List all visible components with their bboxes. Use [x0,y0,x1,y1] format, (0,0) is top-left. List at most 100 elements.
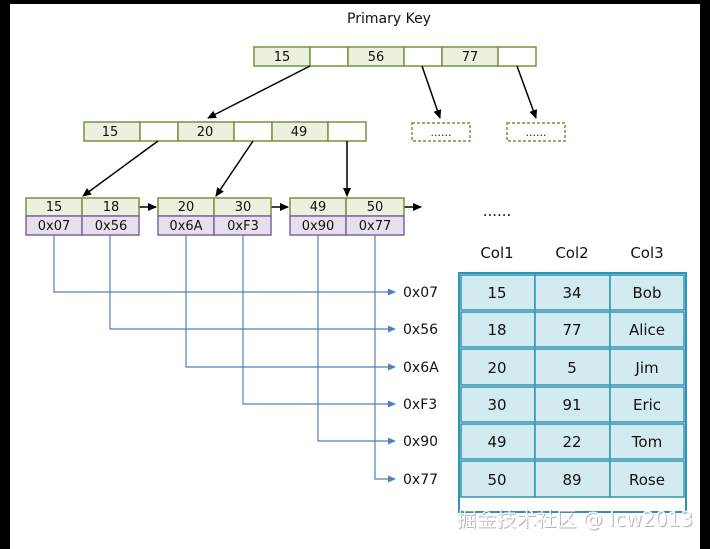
table-cell [460,311,536,348]
tree-arrow [421,65,442,119]
leaf-pointer-label: 0x90 [302,219,335,234]
table-cell [534,348,611,386]
table-cell [609,460,685,498]
collapsed-node-ellipsis: ...... [526,126,547,139]
collapsed-node-ellipsis: ...... [431,126,452,139]
table-cell [534,460,611,498]
collapsed-node-box [411,122,471,142]
table-cell-value: 77 [562,321,581,339]
tree-arrow [207,65,311,119]
table-cell-value: Alice [629,321,665,339]
row-address-label: 0x77 [403,472,438,488]
table-column-header: Col3 [630,244,663,262]
tree-arrow [215,140,254,197]
table-cell-value: Bob [633,284,662,302]
tree-arrow [516,65,538,119]
leaf-pointer-label: 0x6A [169,219,202,234]
table-column-header: Col1 [480,244,513,262]
row-pointer-line [185,235,396,371]
leaf-key-label: 49 [310,200,327,215]
row-pointer-lines [53,235,396,483]
root-pointer-cell [497,46,537,67]
leaf-key-label: 18 [103,200,120,215]
internal-node: 15 20 49 [83,121,367,142]
leaf-pointer-label: 0x07 [38,219,71,234]
internal-pointer-cell [327,121,367,142]
table-cell [609,386,685,423]
row-address-label: 0x56 [403,322,438,338]
right-border [700,0,710,549]
table-cell [534,423,611,460]
leaf-key-label: 15 [46,200,63,215]
table-cell-value: 49 [487,433,506,451]
row-address-label: 0x90 [403,434,438,450]
root-key-label: 56 [368,50,385,65]
table-row: 15 34 Bob [460,274,685,311]
internal-pointer-cell [139,121,179,142]
internal-key-label: 49 [291,125,308,140]
leaf-key-label: 30 [235,200,252,215]
root-node: 15 56 77 [253,46,537,67]
root-key-label: 15 [274,50,291,65]
table-cell [534,274,611,311]
root-pointer-cell [403,46,443,67]
table-cell-value: 5 [567,359,577,377]
left-border [0,0,10,549]
collapsed-node: ...... [506,122,566,142]
row-address-label: 0x6A [403,360,439,376]
table-cell-value: 20 [487,359,506,377]
tree-arrows [82,65,538,211]
table-cell-value: 18 [487,321,506,339]
table-row: 20 5 Jim [460,348,685,386]
leaf-node: 20 30 0x6A 0xF3 [157,197,272,236]
leaf-ellipsis: ...... [483,202,512,220]
table-cell-value: Jim [634,359,658,377]
row-address-label: 0xF3 [403,397,437,413]
table-cell [534,311,611,348]
table-row: 50 89 Rose [460,460,685,498]
internal-key-label: 15 [102,125,119,140]
leaf-pointer-label: 0x77 [359,219,392,234]
row-address-label: 0x07 [403,285,438,301]
table-cell [460,386,536,423]
row-addresses: 0x07 0x56 0x6A 0xF3 0x90 0x77 [403,285,439,488]
row-pointer-line [317,235,396,445]
table-cell-value: 22 [562,433,581,451]
leaf-pointer-label: 0x56 [95,219,128,234]
table-cell-value: Rose [629,471,665,489]
watermark: 掘金技术社区 @ lcw2013 [456,507,693,531]
table-cell-value: Tom [631,433,662,451]
table-cell-value: 15 [487,284,506,302]
collapsed-node-box [506,122,566,142]
root-pointer-cell [309,46,349,67]
table-cell-value: 89 [562,471,581,489]
collapsed-node: ...... [411,122,471,142]
top-border [0,0,710,4]
table-cell [609,274,685,311]
table-row: 49 22 Tom [460,423,685,460]
watermark-shadow: 掘金技术社区 @ lcw2013 [457,508,694,532]
table-row: 30 91 Eric [460,386,685,423]
row-pointer-line [242,235,396,408]
table-cell-value: 91 [562,396,581,414]
table-cell-value: Eric [633,396,661,414]
table-cell-value: 34 [562,284,581,302]
row-pointer-line [109,235,396,333]
table-cell [609,348,685,386]
leaf-pointer-label: 0xF3 [227,219,259,234]
table-cell [609,423,685,460]
root-key-label: 77 [462,50,479,65]
data-table: Col1 Col2 Col3 15 34 Bob 18 77 Alice [458,244,687,513]
leaf-node: 15 18 0x07 0x56 [25,197,140,236]
table-column-header: Col2 [555,244,588,262]
table-cell [534,386,611,423]
leaf-key-label: 50 [367,200,384,215]
leaf-key-label: 20 [178,200,195,215]
table-row: 18 77 Alice [460,311,685,348]
row-pointer-line [374,235,396,483]
tree-arrow [82,140,159,197]
internal-key-label: 20 [197,125,214,140]
table-cell-value: 50 [487,471,506,489]
